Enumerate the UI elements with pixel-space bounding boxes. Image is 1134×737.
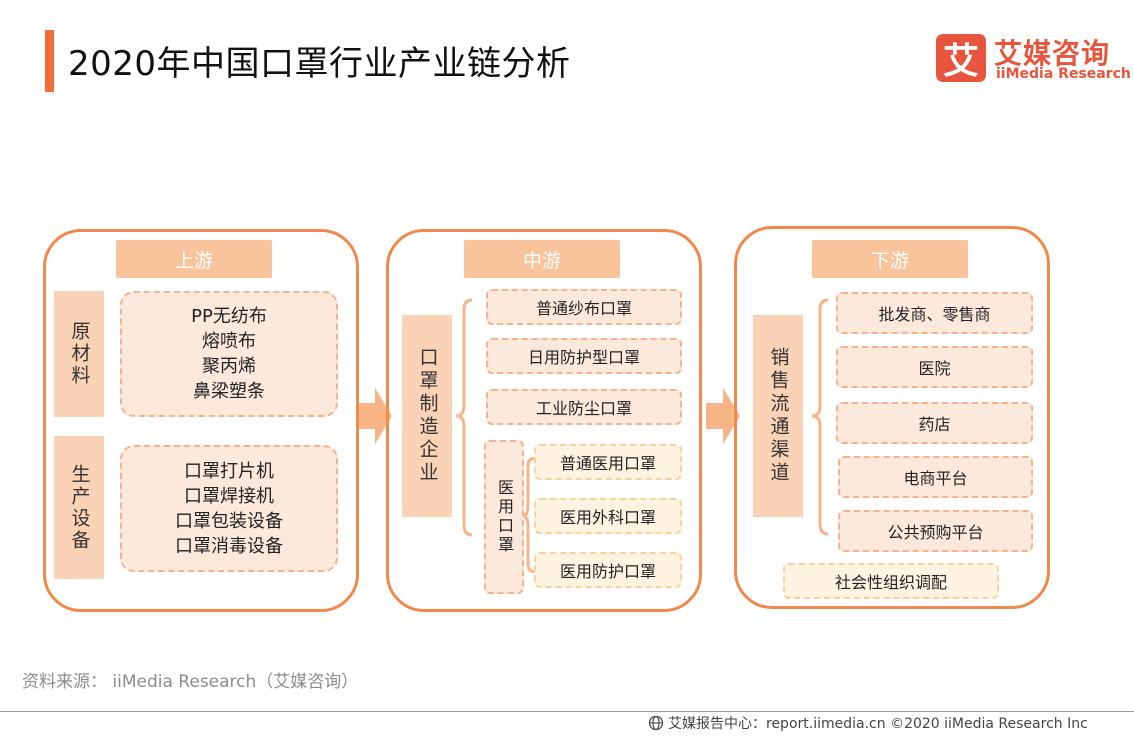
upstream-panel bbox=[43, 229, 359, 612]
list-item: 口罩消毒设备 bbox=[175, 535, 283, 557]
list-item: 鼻梁塑条 bbox=[193, 381, 265, 402]
medical-mask-item: 医用防护口罩 bbox=[534, 552, 682, 588]
list-item: 聚丙烯 bbox=[202, 356, 256, 377]
list-item: PP无纺布 bbox=[191, 306, 267, 327]
footer-credit-text: 艾媒报告中心：report.iimedia.cn ©2020 iiMedia R… bbox=[668, 716, 1088, 732]
midstream-label: 中游 bbox=[464, 240, 620, 278]
channel-item: 医院 bbox=[836, 346, 1033, 388]
equipment-list: 口罩打片机 口罩焊接机 口罩包装设备 口罩消毒设备 bbox=[120, 445, 338, 572]
globe-icon bbox=[648, 715, 664, 731]
midstream-bracket bbox=[455, 298, 473, 537]
raw-materials-category: 原材料 bbox=[54, 291, 104, 417]
mask-type-item: 工业防尘口罩 bbox=[486, 389, 682, 425]
list-item: 口罩包装设备 bbox=[175, 510, 283, 532]
raw-materials-list: PP无纺布 熔喷布 聚丙烯 鼻梁塑条 bbox=[120, 291, 338, 417]
footer-credit: 艾媒报告中心：report.iimedia.cn ©2020 iiMedia R… bbox=[648, 713, 1088, 733]
channel-item: 药店 bbox=[836, 402, 1033, 444]
list-item: 熔喷布 bbox=[202, 331, 256, 352]
arrow-midstream-to-downstream bbox=[706, 388, 740, 444]
arrow-upstream-to-midstream bbox=[358, 388, 392, 444]
sales-channel-category: 销售流通渠道 bbox=[753, 315, 803, 517]
medical-mask-item: 普通医用口罩 bbox=[534, 444, 682, 480]
source-note: 资料来源： iiMedia Research（艾媒咨询） bbox=[22, 672, 359, 692]
equipment-category: 生产设备 bbox=[54, 436, 104, 579]
brand-name-en: iiMedia Research bbox=[996, 66, 1131, 82]
upstream-label: 上游 bbox=[116, 240, 272, 278]
footer-divider bbox=[0, 711, 1134, 712]
downstream-panel bbox=[734, 226, 1050, 609]
medical-mask-category: 医用口罩 bbox=[484, 440, 524, 594]
social-organization-item: 社会性组织调配 bbox=[783, 563, 999, 599]
mask-type-item: 日用防护型口罩 bbox=[486, 338, 682, 374]
downstream-bracket bbox=[811, 298, 829, 536]
manufacturer-category: 口罩制造企业 bbox=[402, 315, 452, 517]
medical-mask-item: 医用外科口罩 bbox=[534, 498, 682, 534]
channel-item: 电商平台 bbox=[838, 456, 1033, 498]
channel-item: 批发商、零售商 bbox=[836, 292, 1033, 334]
mask-type-item: 普通纱布口罩 bbox=[486, 289, 682, 325]
brand-logo-icon: 艾 bbox=[936, 34, 986, 82]
list-item: 口罩焊接机 bbox=[184, 485, 274, 507]
brand-name-cn: 艾媒咨询 bbox=[994, 37, 1111, 70]
downstream-label: 下游 bbox=[812, 240, 968, 278]
page-title: 2020年中国口罩行业产业链分析 bbox=[68, 44, 571, 84]
midstream-panel bbox=[386, 229, 702, 612]
list-item: 口罩打片机 bbox=[184, 460, 274, 482]
channel-item: 公共预购平台 bbox=[838, 510, 1033, 552]
title-accent-bar bbox=[45, 30, 54, 92]
